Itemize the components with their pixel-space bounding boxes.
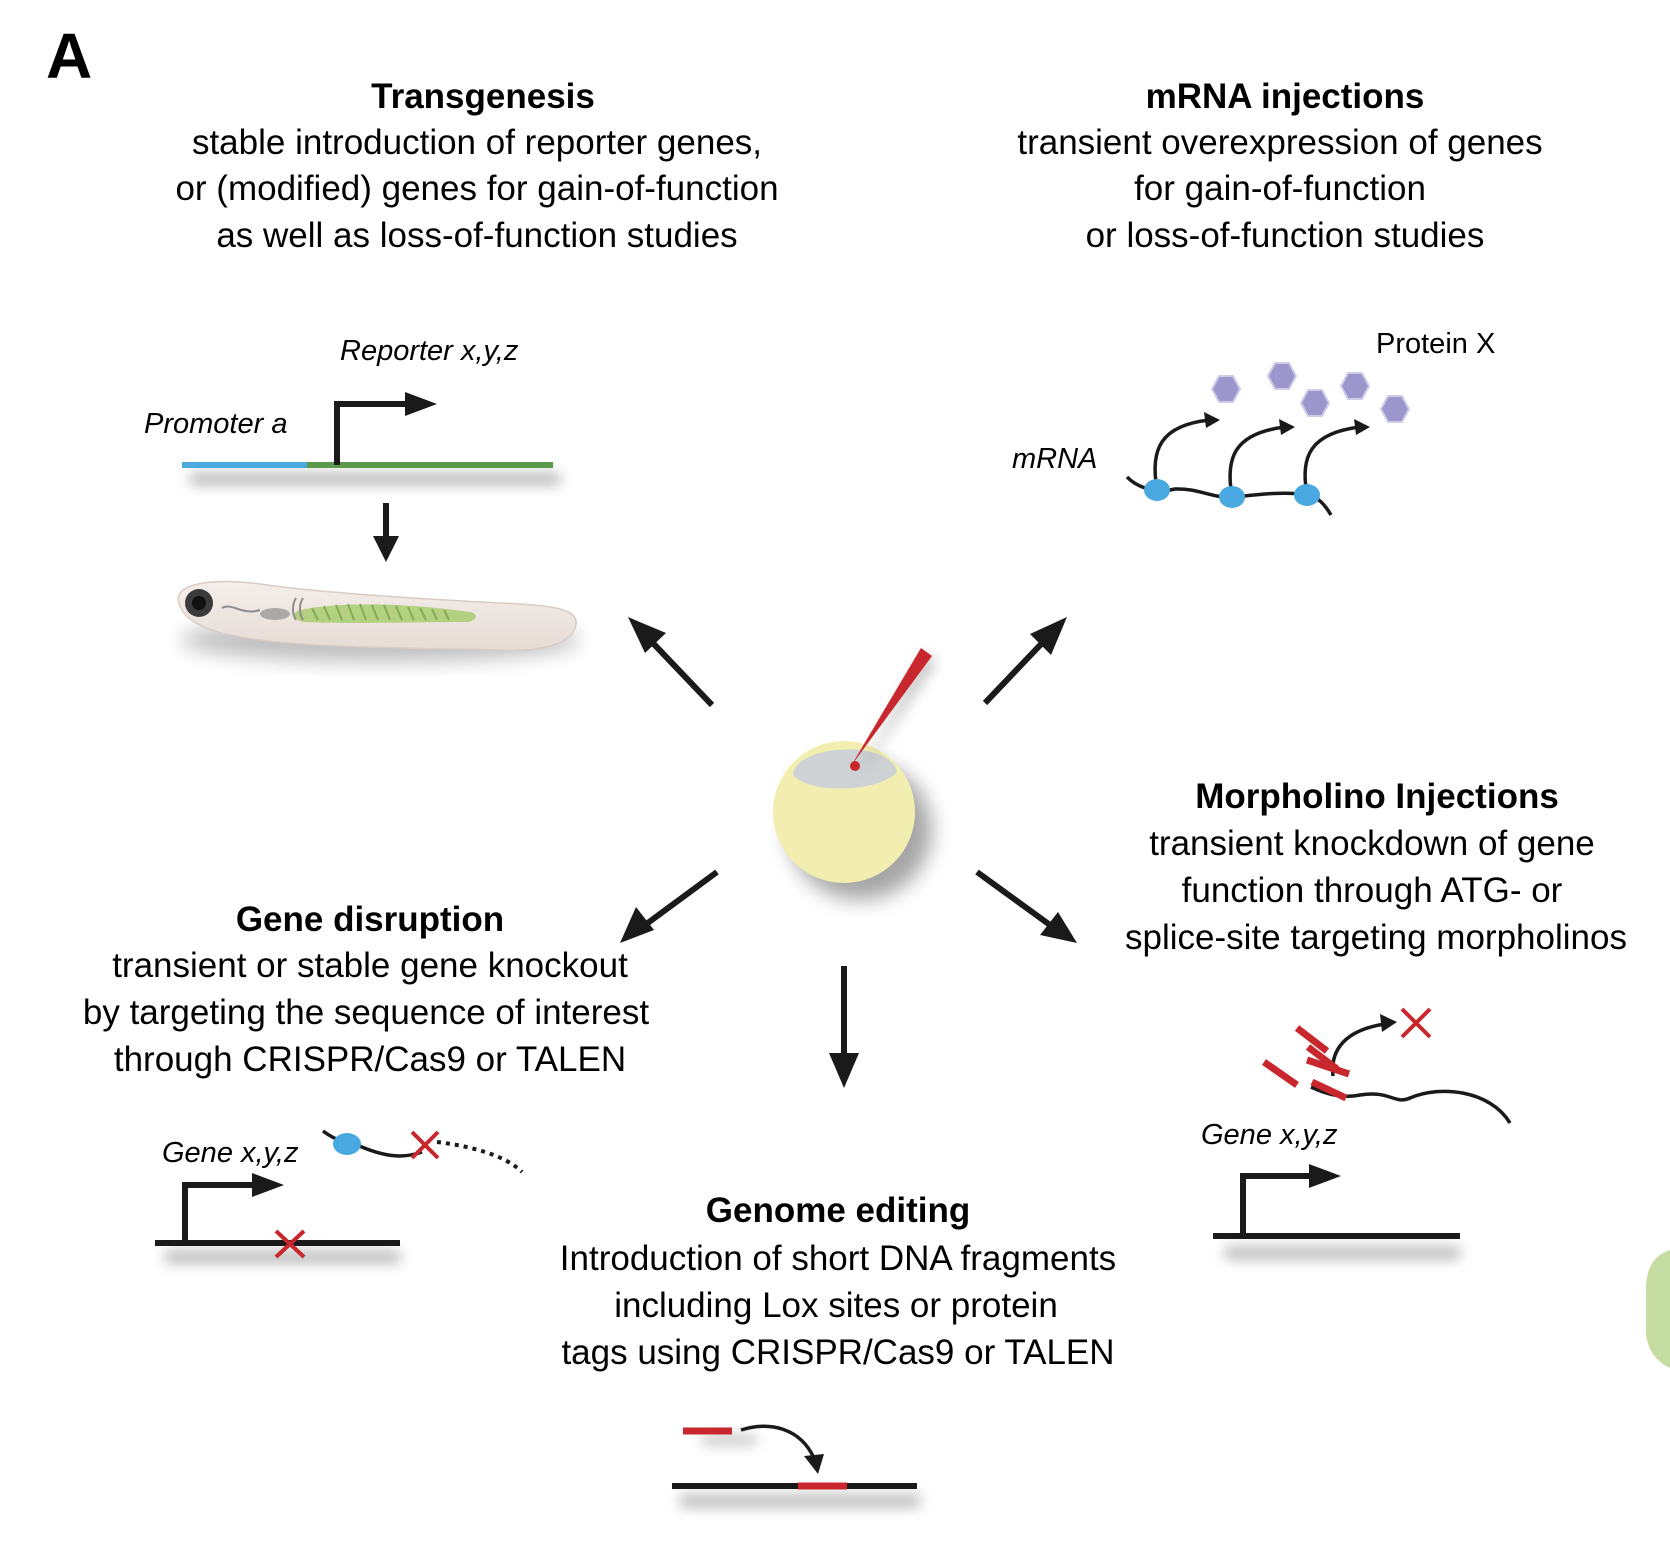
- transgenesis-line-2: or (modified) genes for gain-of-function: [175, 169, 778, 208]
- zebrafish-larva-icon: [177, 580, 580, 662]
- editing-line-3: tags using CRISPR/Cas9 or TALEN: [561, 1333, 1114, 1372]
- morpholino-gene-label: Gene x,y,z: [1201, 1119, 1338, 1151]
- red-x-icon: [1400, 1007, 1432, 1039]
- morpholino-oligos: [1261, 1025, 1351, 1102]
- morpholino-line-1: transient knockdown of gene: [1149, 824, 1595, 863]
- mrna-title: mRNA injections: [1146, 77, 1425, 116]
- editing-line-1: Introduction of short DNA fragments: [560, 1239, 1116, 1278]
- mrna-line-1: transient overexpression of genes: [1017, 123, 1542, 162]
- arrow-to-transgenesis: [647, 637, 715, 708]
- disruption-line-3: through CRISPR/Cas9 or TALEN: [114, 1040, 626, 1079]
- morpholino-title: Morpholino Injections: [1195, 777, 1559, 816]
- morpholino-tss-arrow: [1240, 1173, 1312, 1236]
- arrowhead-morpholino: [1040, 912, 1077, 943]
- protein-label: Protein X: [1376, 328, 1495, 360]
- arrowhead-transgenesis: [628, 617, 666, 653]
- chain-arrowheads: [1204, 412, 1370, 435]
- injection-needle-icon: [850, 648, 936, 777]
- disruption-tss-arrow: [182, 1182, 255, 1243]
- red-x-icon: [274, 1229, 306, 1259]
- tss-arrowhead: [405, 392, 437, 416]
- transgenesis-diagram: Reporter x,y,z Promoter a: [144, 335, 580, 662]
- mrna-diagram: Protein X mRNA: [1012, 328, 1495, 516]
- editing-line-2: including Lox sites or protein: [614, 1286, 1058, 1325]
- editing-title: Genome editing: [706, 1191, 970, 1230]
- reporter-expression: [294, 604, 476, 623]
- tss-arrow: [334, 401, 408, 465]
- reporter-label: Reporter x,y,z: [340, 335, 519, 367]
- arrowhead-editing: [829, 1053, 859, 1088]
- arrowhead-disruption: [620, 907, 654, 943]
- promoter-label: Promoter a: [144, 408, 287, 440]
- disruption-diagram: Gene x,y,z: [155, 1129, 524, 1262]
- panel-letter: A: [46, 20, 92, 92]
- morpholino-diagram: Gene x,y,z: [1201, 1007, 1512, 1258]
- ribosome-icon: [1144, 479, 1320, 508]
- cropped-panel-edge: [1646, 1250, 1670, 1368]
- disruption-title: Gene disruption: [236, 900, 504, 939]
- mrna-label: mRNA: [1012, 443, 1097, 475]
- missing-transcript: [436, 1140, 524, 1174]
- disruption-caption: Gene disruption transient or stable gene…: [83, 900, 649, 1079]
- mrna-caption: mRNA injections transient overexpression…: [1017, 77, 1542, 255]
- arrowhead-mrna: [1030, 617, 1067, 655]
- zebrafish-embryo-icon: [773, 648, 936, 900]
- editing-caption: Genome editing Introduction of short DNA…: [560, 1191, 1116, 1372]
- transgenesis-title: Transgenesis: [371, 77, 595, 116]
- blastoderm-cap: [793, 749, 897, 789]
- radial-arrows: [620, 617, 1077, 1088]
- transgenesis-line-3: as well as loss-of-function studies: [216, 216, 737, 255]
- morpholino-caption: Morpholino Injections transient knockdow…: [1125, 777, 1627, 957]
- nascent-chains: [1153, 418, 1361, 497]
- arrow-to-disruption: [643, 869, 719, 928]
- disruption-line-1: transient or stable gene knockout: [112, 946, 628, 985]
- disruption-gene-label: Gene x,y,z: [162, 1137, 299, 1169]
- editing-diagram: [672, 1424, 920, 1506]
- morpholino-line-3: splice-site targeting morpholinos: [1125, 918, 1627, 957]
- construct-shadow: [190, 474, 560, 484]
- protein-hexagon-icon: [1210, 362, 1411, 423]
- disruption-line-2: by targeting the sequence of interest: [83, 993, 649, 1032]
- down-arrowhead: [373, 536, 399, 562]
- mrna-line-3: or loss-of-function studies: [1086, 216, 1485, 255]
- insertion-arrow: [740, 1424, 816, 1459]
- arrow-to-morpholino: [975, 869, 1052, 928]
- transgenesis-line-1: stable introduction of reporter genes,: [192, 123, 762, 162]
- arrow-to-mrna: [982, 637, 1048, 706]
- ribosome-icon: [333, 1133, 361, 1155]
- transgenesis-caption: Transgenesis stable introduction of repo…: [175, 77, 778, 255]
- morpholino-line-2: function through ATG- or: [1182, 871, 1563, 910]
- red-x-icon: [410, 1130, 440, 1160]
- mrna-line-2: for gain-of-function: [1134, 169, 1426, 208]
